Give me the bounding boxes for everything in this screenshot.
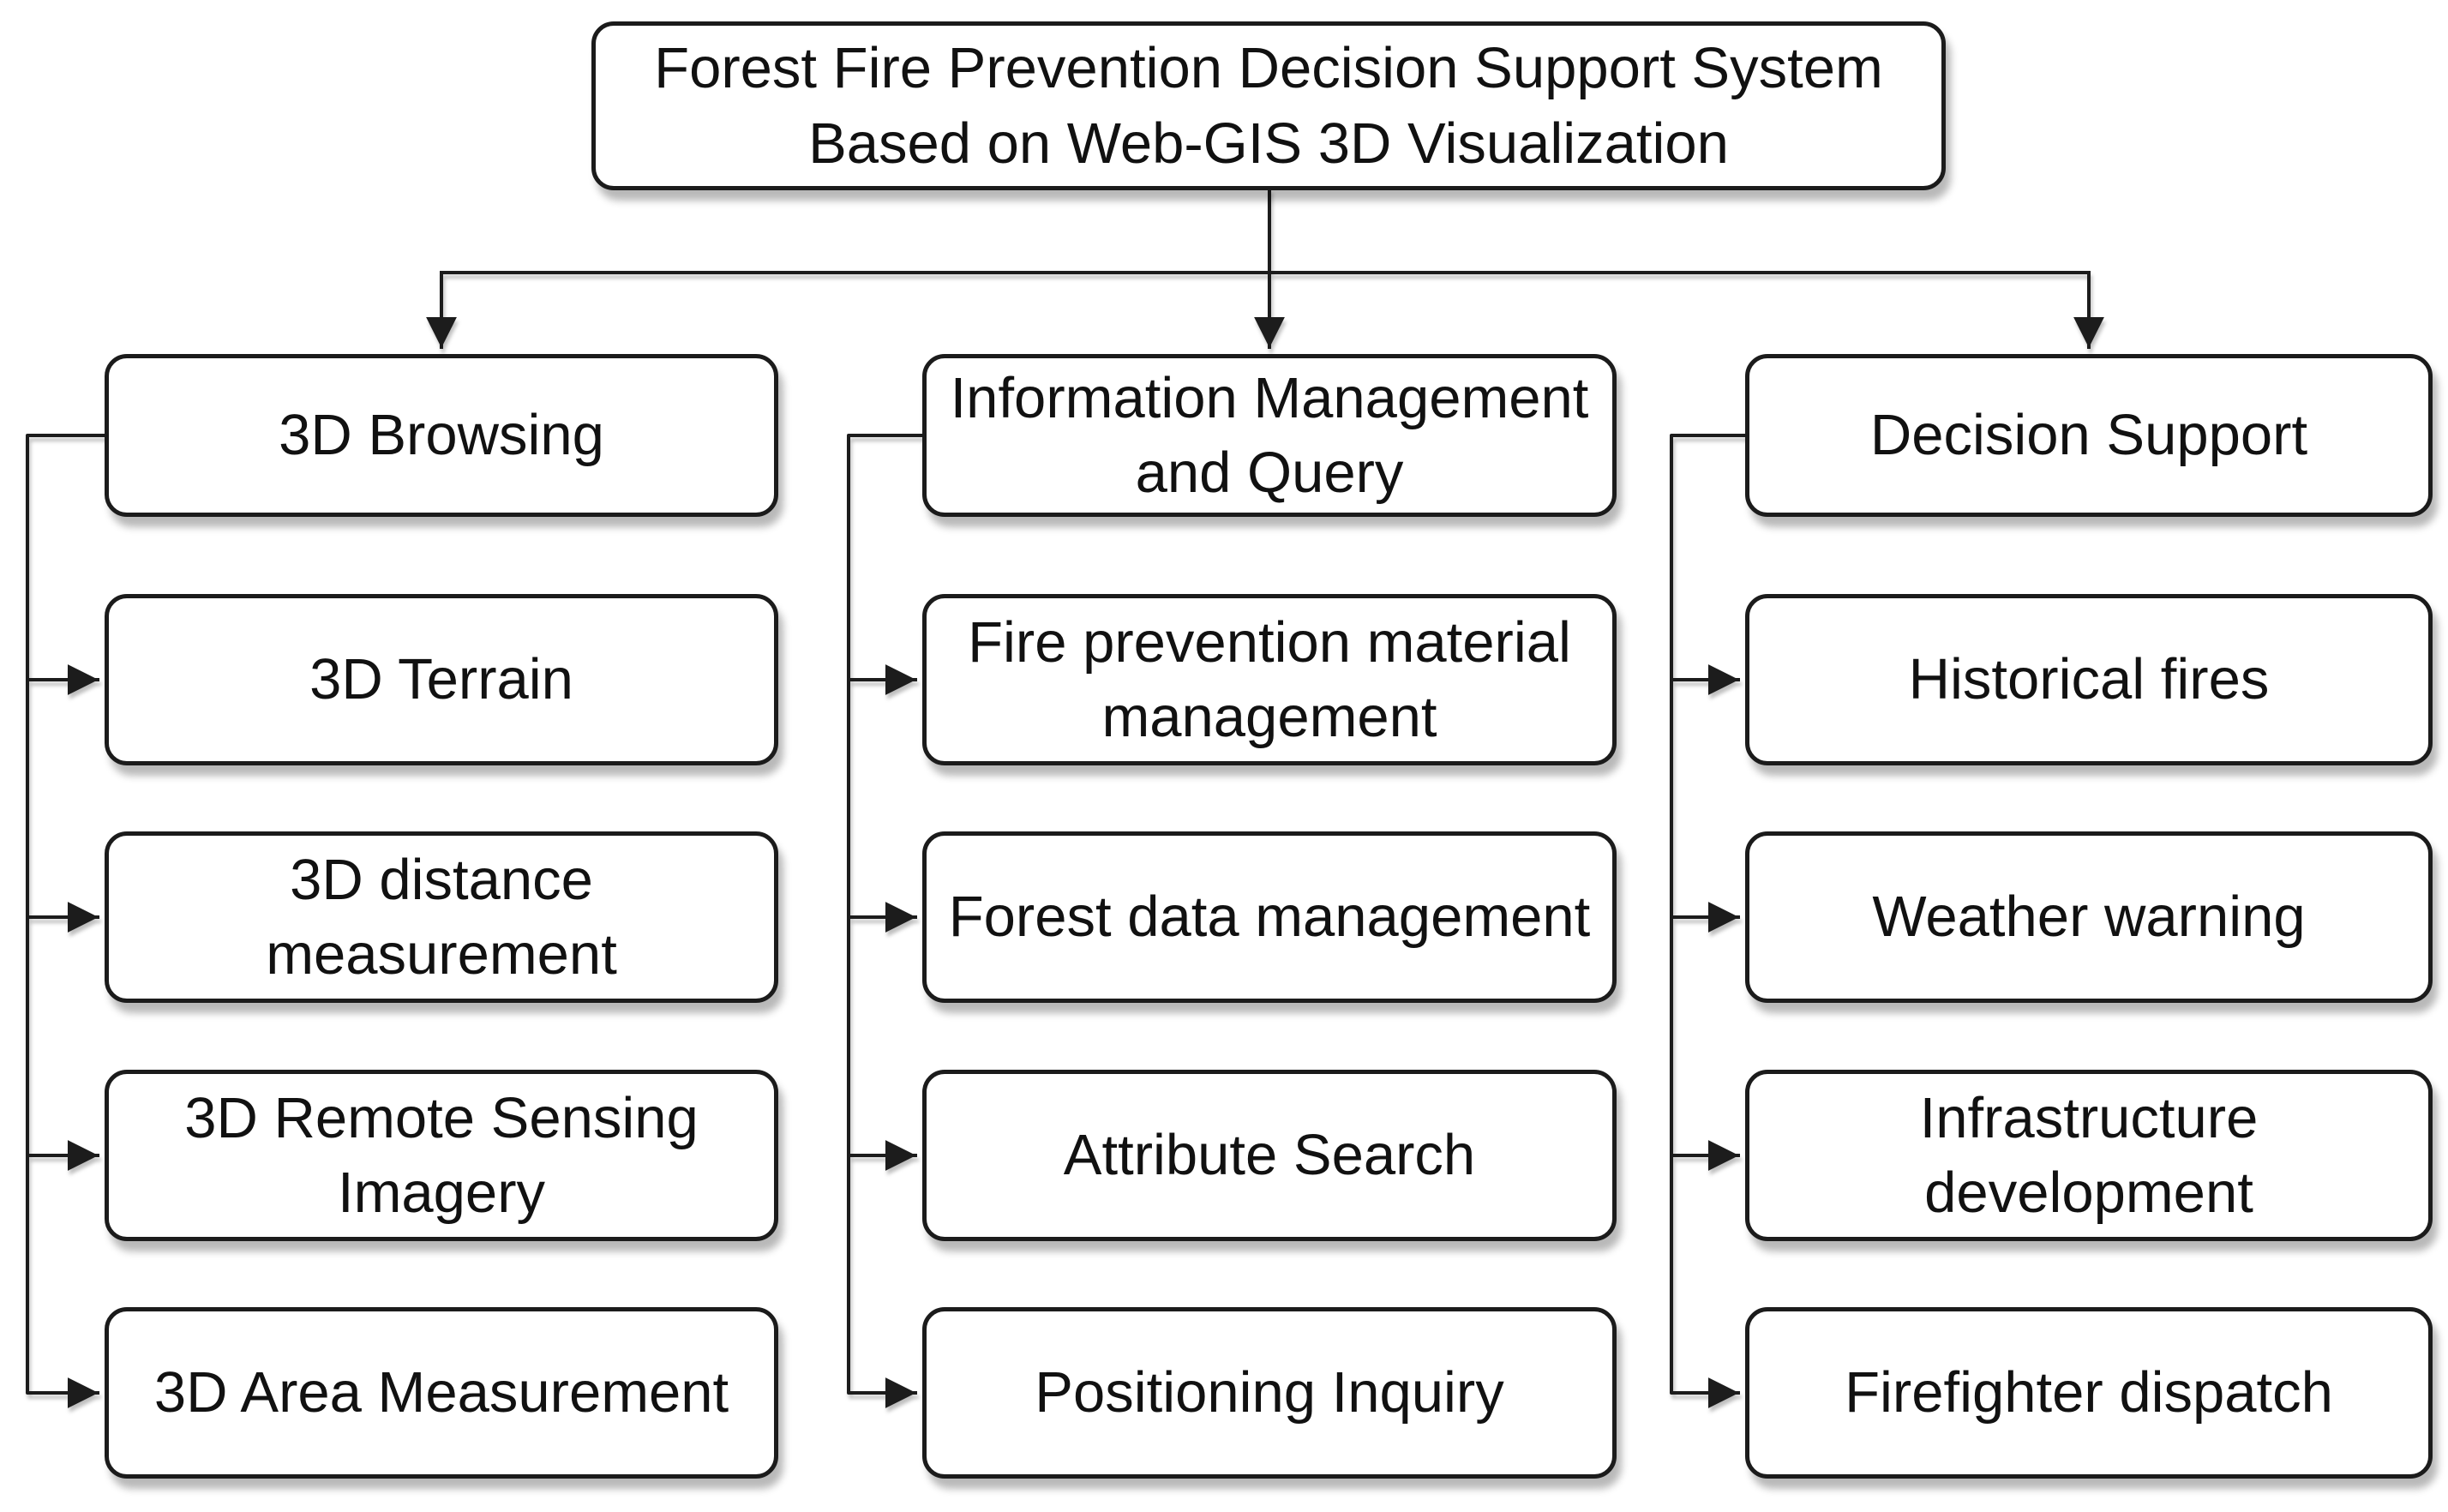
node-3d-remote-sensing-imagery: 3D Remote Sensing Imagery <box>105 1070 778 1241</box>
node-3d-terrain: 3D Terrain <box>105 594 778 765</box>
node-label: 3D Browsing <box>279 403 604 468</box>
node-3d-area-measurement: 3D Area Measurement <box>105 1307 778 1479</box>
node-label: 3D Remote Sensing Imagery <box>184 1085 699 1225</box>
node-label: Firefighter dispatch <box>1845 1360 2333 1425</box>
node-firefighter-dispatch: Firefighter dispatch <box>1745 1307 2433 1479</box>
node-label: Weather warning <box>1872 885 2306 950</box>
node-label: 3D Terrain <box>309 647 573 712</box>
edge-spine-information-management <box>847 434 924 1408</box>
node-attribute-search: Attribute Search <box>922 1070 1617 1241</box>
node-label: Infrastructure development <box>1919 1085 2259 1225</box>
node-label: Decision Support <box>1869 403 2308 468</box>
node-label: Attribute Search <box>1063 1123 1476 1188</box>
edge-spine-3d-browsing <box>26 434 106 1408</box>
node-label: Forest data management <box>948 885 1591 950</box>
node-decision-support: Decision Support <box>1745 354 2433 517</box>
node-label: 3D Area Measurement <box>153 1360 729 1425</box>
node-infrastructure-development: Infrastructure development <box>1745 1070 2433 1241</box>
node-label: Information Management and Query <box>950 365 1589 505</box>
edge-spine-decision-support <box>1670 434 1747 1408</box>
node-label: Positioning Inquiry <box>1035 1360 1504 1425</box>
node-information-management-and-query: Information Management and Query <box>922 354 1617 517</box>
node-3d-browsing: 3D Browsing <box>105 354 778 517</box>
node-fire-prevention-material-management: Fire prevention material management <box>922 594 1617 765</box>
node-positioning-inquiry: Positioning Inquiry <box>922 1307 1617 1479</box>
node-label: 3D distance measurement <box>266 847 617 987</box>
node-historical-fires: Historical fires <box>1745 594 2433 765</box>
node-label: Fire prevention material management <box>968 609 1571 749</box>
node-forest-data-management: Forest data management <box>922 831 1617 1003</box>
node-weather-warning: Weather warning <box>1745 831 2433 1003</box>
node-label: Historical fires <box>1908 647 2270 712</box>
node-label: Forest Fire Prevention Decision Support … <box>654 36 1883 176</box>
node-3d-distance-measurement: 3D distance measurement <box>105 831 778 1003</box>
node-root: Forest Fire Prevention Decision Support … <box>591 21 1946 190</box>
